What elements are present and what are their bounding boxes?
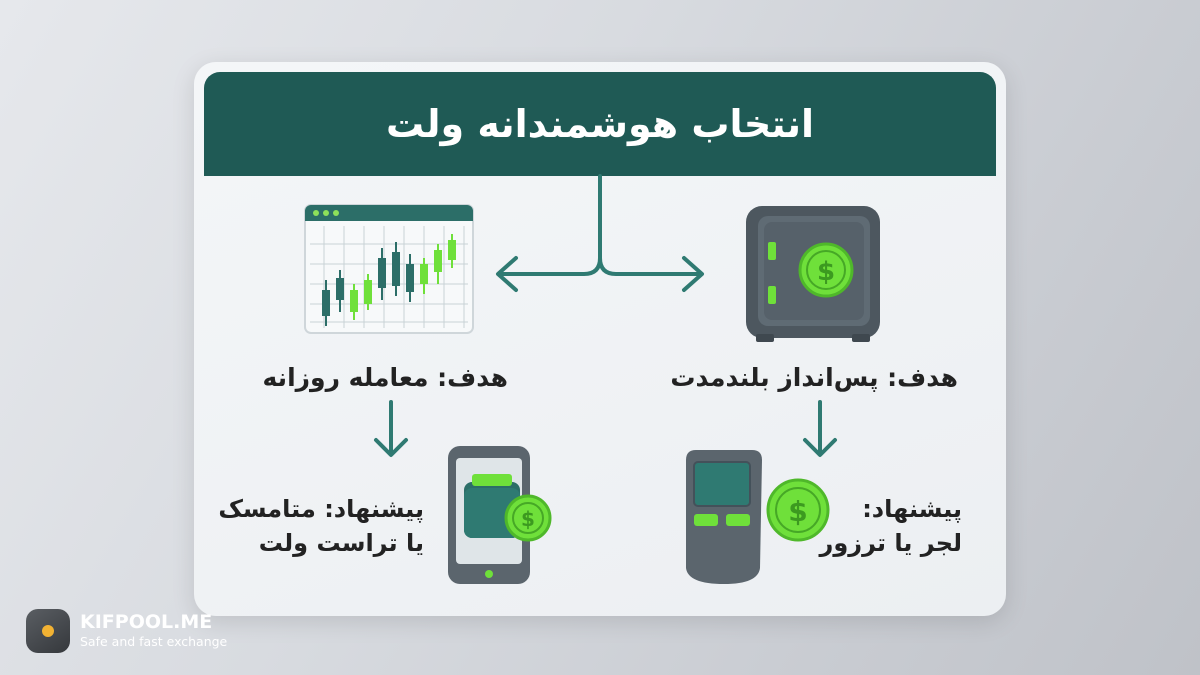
svg-text:$: $: [817, 257, 835, 287]
right-suggestion-line2: لجر یا ترزور: [819, 529, 962, 557]
left-goal-label: هدف: معامله روزانه: [262, 363, 508, 392]
left-suggestion-line2: یا تراست ولت: [258, 529, 424, 557]
header-title: انتخاب هوشمندانه ولت: [385, 102, 815, 146]
kifpool-logo-icon: [26, 609, 70, 653]
svg-text:$: $: [788, 495, 807, 528]
header-bar: انتخاب هوشمندانه ولت: [204, 72, 996, 176]
left-suggestion: پیشنهاد: متامسک یا تراست ولت: [218, 492, 424, 560]
svg-text:$: $: [521, 507, 535, 531]
brand-tagline: Safe and fast exchange: [80, 634, 228, 649]
right-suggestion-line1: پیشنهاد:: [862, 495, 962, 523]
phone-wallet-icon: $: [448, 446, 552, 584]
wallet-choice-card: انتخاب هوشمندانه ولت: [194, 62, 1006, 616]
right-suggestion: پیشنهاد: لجر یا ترزور: [820, 492, 962, 560]
brand-text: KIFPOOL.ME Safe and fast exchange: [80, 611, 227, 651]
branch-arrows-icon: [374, 174, 837, 457]
candlestick-chart-icon: [304, 204, 474, 334]
brand-watermark: KIFPOOL.ME Safe and fast exchange: [26, 603, 227, 659]
right-goal-label: هدف: پس‌انداز بلندمدت: [670, 363, 958, 392]
hardware-wallet-icon: $: [686, 450, 830, 584]
brand-name: KIFPOOL.ME: [80, 611, 213, 633]
safe-icon: $: [746, 206, 880, 342]
left-suggestion-line1: پیشنهاد: متامسک: [218, 495, 424, 523]
